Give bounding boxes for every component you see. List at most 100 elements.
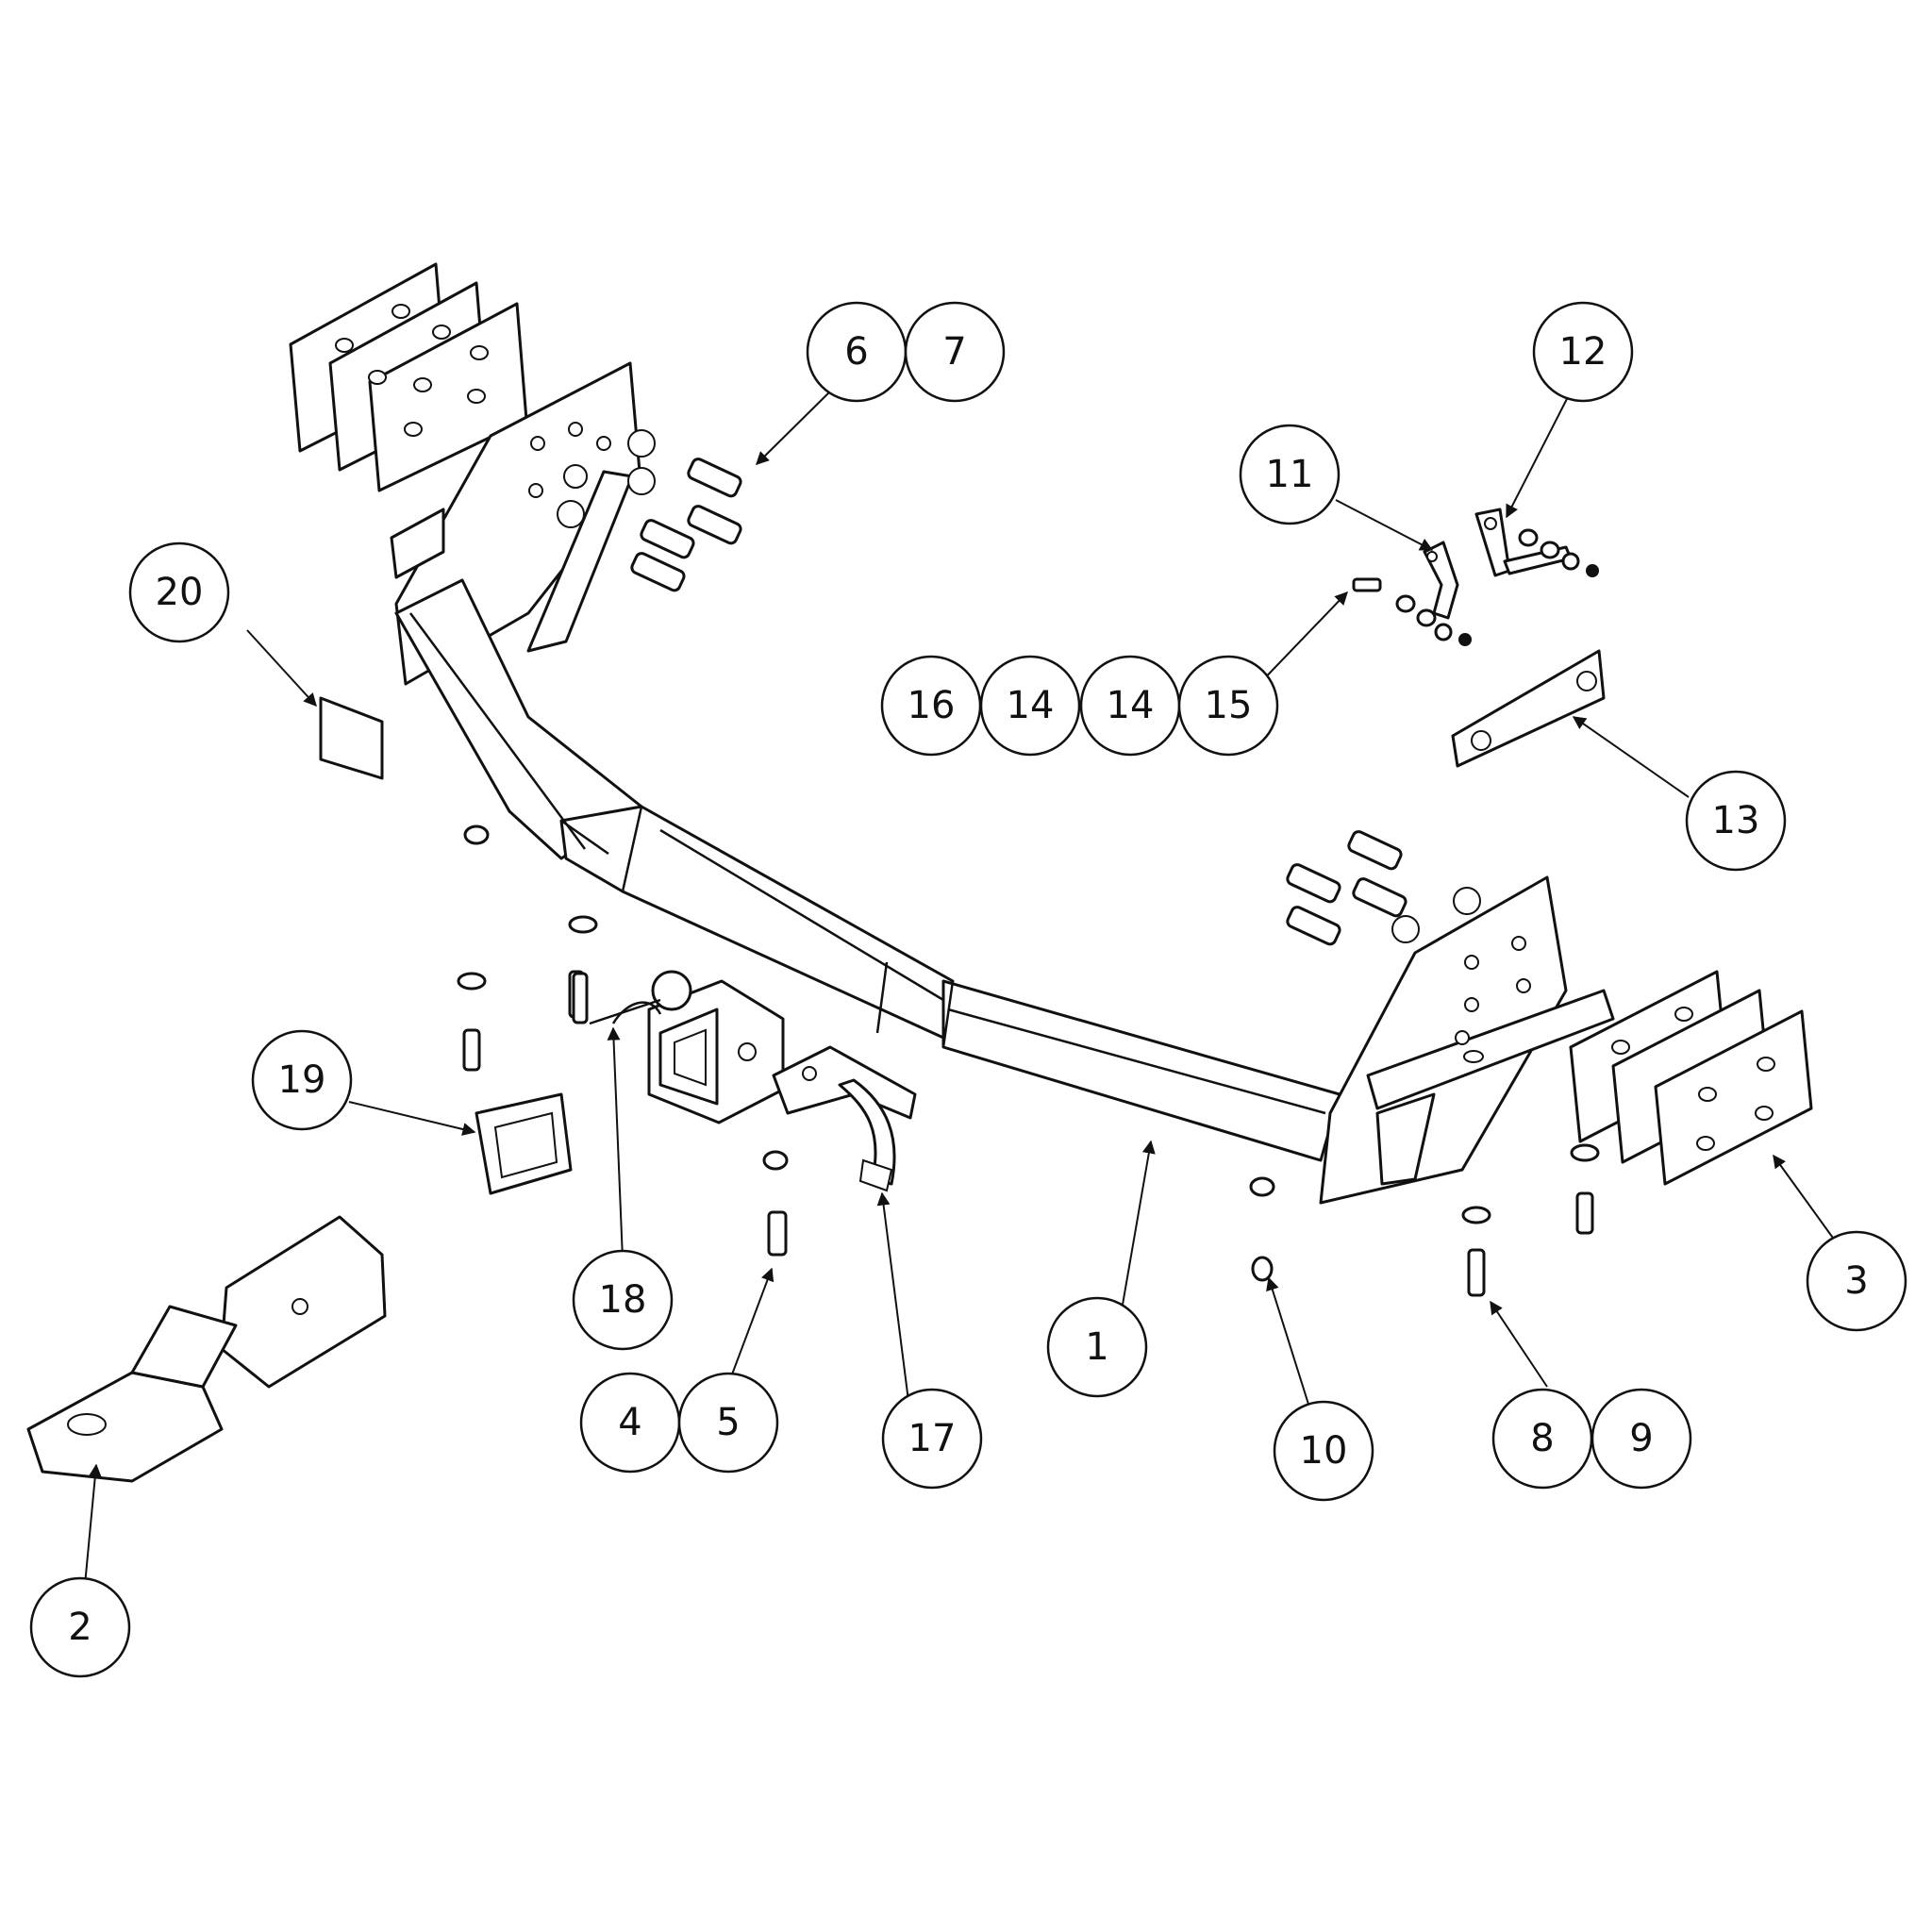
svg-text:12: 12 — [1559, 330, 1607, 374]
callout-8: 8 — [1491, 1388, 1593, 1490]
washer — [568, 915, 598, 934]
bolt — [687, 505, 742, 545]
leader-8 — [1490, 1300, 1548, 1388]
svg-text:8: 8 — [1530, 1417, 1554, 1460]
leader-lines — [84, 386, 1836, 1586]
callout-14: 14 — [979, 655, 1081, 757]
bolt — [1286, 906, 1341, 946]
leader-20 — [246, 629, 317, 708]
svg-text:20: 20 — [156, 571, 204, 614]
washer — [457, 972, 487, 991]
label-plate — [319, 696, 384, 780]
svg-text:14: 14 — [1107, 684, 1155, 727]
receiver-cover — [475, 1092, 573, 1195]
callout-2: 2 — [29, 1576, 131, 1678]
washer — [1434, 623, 1453, 641]
bolt — [1286, 863, 1341, 904]
washer — [1395, 594, 1416, 613]
washer — [1518, 528, 1539, 547]
svg-text:2: 2 — [68, 1606, 92, 1649]
bolt — [1352, 877, 1407, 918]
leader-2 — [84, 1463, 102, 1586]
callout-16: 16 — [880, 655, 982, 757]
right-spacer-plates — [1569, 970, 1813, 1186]
callout-15: 15 — [1177, 655, 1279, 757]
svg-text:3: 3 — [1844, 1259, 1868, 1303]
hardware-fasteners — [457, 458, 1600, 1297]
left-spacer-plates — [289, 262, 528, 492]
nut — [762, 1150, 789, 1171]
svg-text:13: 13 — [1712, 799, 1760, 842]
callout-20: 20 — [128, 541, 230, 643]
bolt — [767, 1210, 788, 1257]
nut — [463, 824, 490, 845]
svg-text:14: 14 — [1007, 684, 1055, 727]
callout-14: 14 — [1079, 655, 1181, 757]
receiver-box — [647, 970, 785, 1124]
callout-19: 19 — [251, 1029, 353, 1131]
leader-10 — [1266, 1276, 1312, 1414]
callout-12: 12 — [1532, 301, 1634, 403]
bolt — [1352, 577, 1382, 592]
bolt — [687, 458, 742, 498]
small-brackets — [1423, 508, 1573, 620]
svg-text:11: 11 — [1266, 453, 1314, 496]
right-mounting-bracket — [1319, 875, 1615, 1205]
washer — [1461, 1206, 1491, 1224]
svg-text:19: 19 — [278, 1058, 326, 1102]
svg-text:1: 1 — [1085, 1325, 1108, 1369]
main-crossbar — [394, 578, 1341, 1162]
hitch-pin — [572, 972, 662, 1025]
callout-3: 3 — [1806, 1230, 1907, 1332]
leader-19 — [348, 1101, 476, 1136]
svg-text:18: 18 — [599, 1278, 647, 1322]
bolt — [1467, 1248, 1486, 1297]
bolt — [462, 1028, 481, 1072]
leader-15 — [1254, 591, 1348, 690]
callout-4: 4 — [579, 1372, 681, 1474]
nut — [1458, 633, 1472, 646]
leader-13 — [1572, 716, 1690, 798]
washer — [1561, 552, 1580, 571]
callout-10: 10 — [1273, 1400, 1374, 1502]
nut — [1249, 1176, 1275, 1197]
leader-1 — [1122, 1140, 1156, 1306]
washer — [1416, 608, 1437, 627]
svg-text:10: 10 — [1300, 1429, 1348, 1473]
leader-11 — [1335, 499, 1434, 551]
leader-6 — [756, 386, 836, 465]
svg-text:6: 6 — [844, 330, 868, 374]
washer — [1570, 1143, 1600, 1162]
callout-6: 6 — [806, 301, 908, 403]
nut — [1586, 564, 1599, 577]
callout-7: 7 — [904, 301, 1006, 403]
callout-13: 13 — [1685, 770, 1787, 872]
callout-17: 17 — [881, 1388, 983, 1490]
callouts: 1 2 3 4 5 6 7 8 9 10 11 12 13 14 14 15 1… — [29, 301, 1907, 1678]
safety-chain-hanger — [772, 1045, 917, 1192]
bolt — [1575, 1191, 1594, 1235]
leader-5 — [728, 1267, 774, 1383]
callout-5: 5 — [677, 1372, 779, 1474]
leader-18 — [607, 1026, 624, 1260]
washer — [1540, 541, 1560, 559]
callout-11: 11 — [1239, 424, 1341, 525]
leader-3 — [1773, 1154, 1836, 1241]
bolt — [1347, 830, 1403, 871]
bolt — [640, 519, 695, 559]
leader-12 — [1506, 391, 1572, 519]
svg-text:17: 17 — [908, 1417, 957, 1460]
callout-9: 9 — [1591, 1388, 1692, 1490]
ball-mount — [26, 1215, 387, 1483]
callout-18: 18 — [572, 1249, 674, 1351]
svg-text:16: 16 — [908, 684, 956, 727]
svg-text:7: 7 — [942, 330, 966, 374]
wiring-bracket — [1451, 649, 1606, 768]
bolt — [630, 552, 686, 592]
svg-text:9: 9 — [1629, 1417, 1653, 1460]
leader-17 — [876, 1191, 909, 1402]
callout-1: 1 — [1046, 1296, 1148, 1398]
svg-text:15: 15 — [1205, 684, 1253, 727]
nut — [1251, 1256, 1274, 1282]
